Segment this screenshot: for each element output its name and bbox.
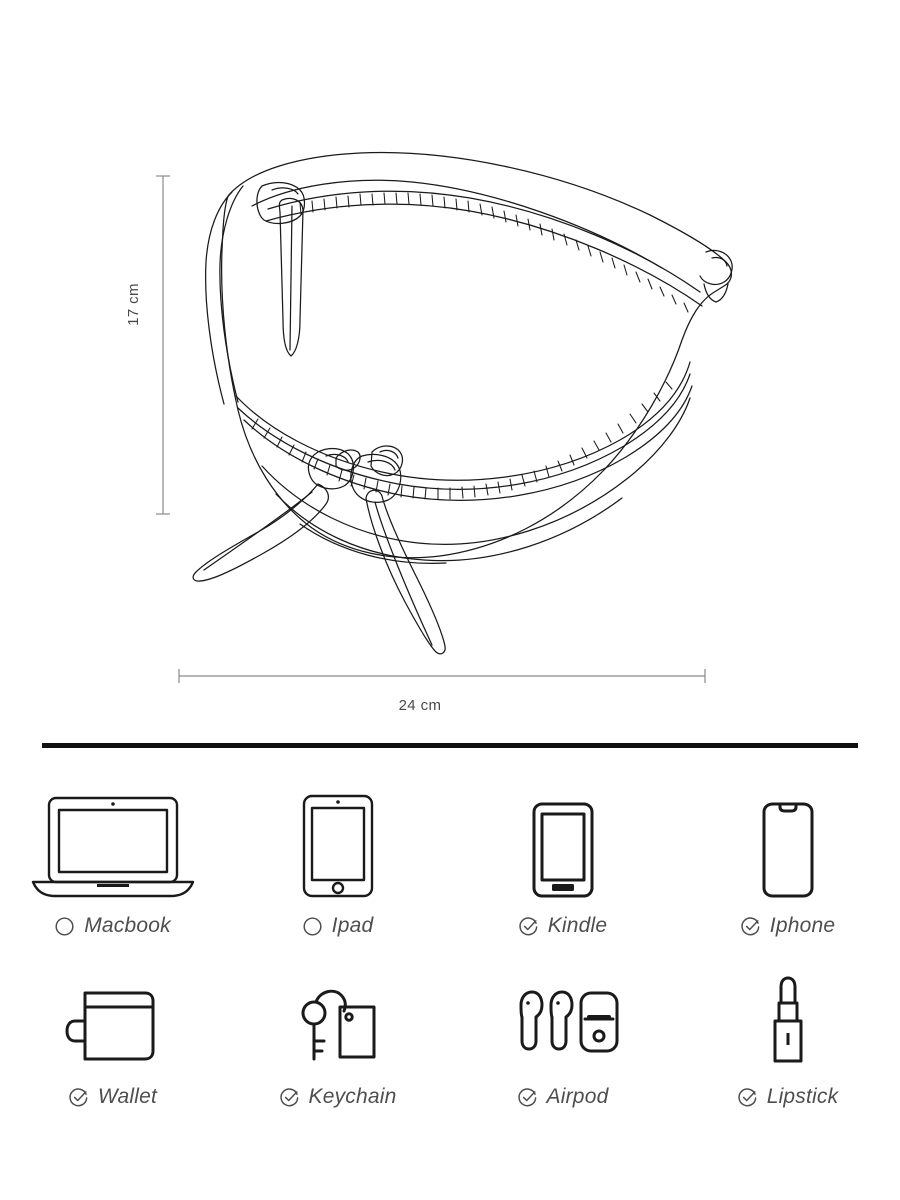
checked-circle-icon[interactable] — [740, 916, 761, 937]
checked-circle-icon[interactable] — [279, 1087, 300, 1108]
width-dimension-value: 24 cm — [398, 697, 442, 714]
iphone-icon-wrap — [750, 790, 826, 900]
lipstick-label: Lipstick — [766, 1085, 839, 1108]
width-dimension-label: 24 cm — [0, 697, 900, 714]
capacity-item-airpod[interactable]: Airpod — [450, 975, 675, 1140]
keychain-icon-wrap — [286, 975, 390, 1067]
lipstick-icon — [773, 976, 802, 1063]
checked-circle-icon[interactable] — [737, 1087, 758, 1108]
keychain-label-row: Keychain — [279, 1085, 397, 1109]
lipstick-label-row: Lipstick — [737, 1085, 839, 1109]
keychain-icon — [301, 989, 375, 1061]
capacity-item-kindle[interactable]: Kindle — [450, 790, 675, 975]
kindle-icon-wrap — [522, 790, 604, 900]
dimension-line-height — [156, 175, 170, 515]
wallet-label-row: Wallet — [68, 1085, 157, 1109]
wallet-label: Wallet — [97, 1085, 158, 1108]
keychain-label: Keychain — [308, 1085, 397, 1108]
kindle-icon — [532, 802, 593, 898]
ipad-icon-wrap — [290, 790, 386, 900]
unchecked-circle-icon[interactable] — [302, 916, 323, 937]
wallet-icon — [65, 991, 154, 1061]
kindle-label-row: Kindle — [518, 914, 608, 938]
checked-circle-icon[interactable] — [68, 1087, 89, 1108]
capacity-item-macbook[interactable]: Macbook — [0, 790, 225, 975]
capacity-row-2: Wallet — [0, 975, 900, 1140]
wallet-icon-wrap — [61, 975, 165, 1067]
iphone-label-row: Iphone — [740, 914, 835, 938]
capacity-checklist: Macbook — [0, 790, 900, 1140]
bag-line-illustration — [156, 151, 733, 683]
capacity-item-lipstick[interactable]: Lipstick — [675, 975, 900, 1140]
product-drawing-section: 17 cm 24 cm — [0, 151, 900, 714]
airpod-label-row: Airpod — [517, 1085, 609, 1109]
airpod-icon-wrap — [507, 975, 619, 1067]
capacity-item-keychain[interactable]: Keychain — [225, 975, 450, 1140]
macbook-icon-wrap — [23, 790, 203, 900]
capacity-item-wallet[interactable]: Wallet — [0, 975, 225, 1140]
lipstick-icon-wrap — [758, 975, 818, 1067]
ipad-label-row: Ipad — [302, 914, 374, 938]
airpod-label: Airpod — [546, 1085, 609, 1108]
unchecked-circle-icon[interactable] — [54, 916, 75, 937]
airpod-icon — [519, 990, 618, 1053]
capacity-item-ipad[interactable]: Ipad — [225, 790, 450, 975]
section-divider — [42, 743, 858, 748]
macbook-label: Macbook — [84, 914, 171, 937]
ipad-icon — [302, 794, 373, 898]
kindle-label: Kindle — [547, 914, 608, 937]
checked-circle-icon[interactable] — [517, 1087, 538, 1108]
capacity-row-1: Macbook — [0, 790, 900, 975]
capacity-item-iphone[interactable]: Iphone — [675, 790, 900, 975]
height-dimension-label: 17 cm — [124, 283, 142, 326]
iphone-label: Iphone — [769, 914, 836, 937]
macbook-label-row: Macbook — [54, 914, 171, 938]
checked-circle-icon[interactable] — [518, 916, 539, 937]
macbook-icon — [31, 796, 194, 898]
iphone-icon — [762, 802, 813, 898]
ipad-label: Ipad — [331, 914, 374, 937]
dimension-line-width — [178, 669, 706, 683]
